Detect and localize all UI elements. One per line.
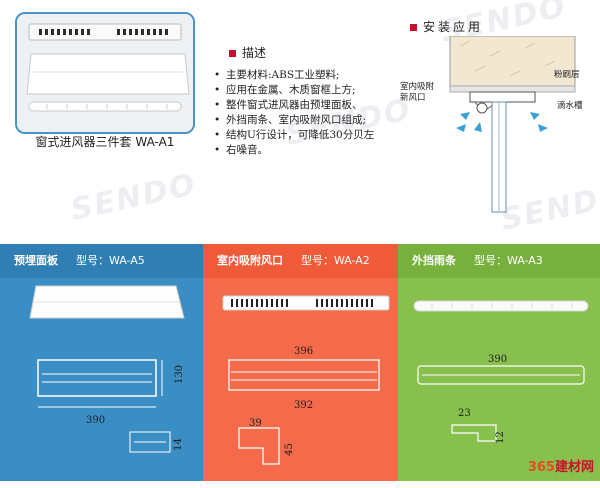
embedded-plate-image	[29, 285, 185, 319]
dim-w: 39	[249, 418, 262, 429]
panel-header: 预埋面板型号：WA-A5	[0, 244, 203, 278]
list-item: 右噪音。	[212, 143, 392, 158]
dim-width: 390	[86, 415, 106, 426]
rain-strip-section	[451, 424, 497, 442]
dim-depth: 14	[172, 438, 184, 451]
bullet-square-icon	[410, 24, 417, 31]
description-heading: 描述	[229, 44, 266, 61]
panel-header: 外挡雨条型号：WA-A3	[398, 244, 600, 278]
dim-w: 23	[458, 408, 471, 419]
label-drip-groove: 滴水槽	[557, 101, 583, 111]
installation-heading: 安装应用	[410, 18, 483, 35]
label-plaster: 粉刷层	[554, 70, 580, 80]
product-caption: 窗式进风器三件套 WA-A1	[35, 135, 175, 149]
dim-height: 130	[174, 364, 186, 385]
label-indoor-vent: 室内吸附 新风口	[400, 82, 435, 103]
list-item: 结构U行设计，可降低30分贝左	[212, 128, 392, 143]
indoor-vent-drawing	[228, 359, 380, 391]
product-photo	[15, 12, 195, 134]
indoor-vent-image	[222, 295, 390, 311]
product-illustration	[17, 14, 193, 132]
list-item: 整件窗式进风器由预埋面板、	[212, 98, 392, 113]
rain-strip-drawing	[417, 365, 585, 385]
dim-width: 390	[488, 354, 508, 365]
installation-diagram	[449, 36, 576, 213]
dim-bottom: 392	[294, 400, 314, 411]
panel-rain-strip: 外挡雨条型号：WA-A3 390 23 12 365建材网	[398, 244, 600, 481]
panel-indoor-vent: 室内吸附风口型号：WA-A2 396 392 39 45	[203, 244, 398, 481]
watermark: SENDO	[67, 167, 200, 228]
dim-top: 396	[294, 346, 314, 357]
dim-h: 12	[494, 431, 506, 444]
description-list: 主要材料:ABS工业塑料; 应用在金属、木质窗框上方; 整件窗式进风器由预埋面板…	[212, 68, 392, 158]
embedded-plate-drawing	[37, 359, 171, 453]
indoor-vent-section	[238, 427, 280, 465]
bullet-square-icon	[229, 50, 236, 57]
list-item: 主要材料:ABS工业塑料;	[212, 68, 392, 83]
list-item: 应用在金属、木质窗框上方;	[212, 83, 392, 98]
dim-h: 45	[283, 443, 295, 456]
list-item: 外挡雨条、室内吸附风口组成;	[212, 113, 392, 128]
brand-logo: 365建材网	[527, 460, 594, 475]
panel-header: 室内吸附风口型号：WA-A2	[203, 244, 398, 278]
rain-strip-image	[413, 300, 589, 312]
panel-embedded-plate: 预埋面板型号：WA-A5 130 390 14	[0, 244, 203, 481]
